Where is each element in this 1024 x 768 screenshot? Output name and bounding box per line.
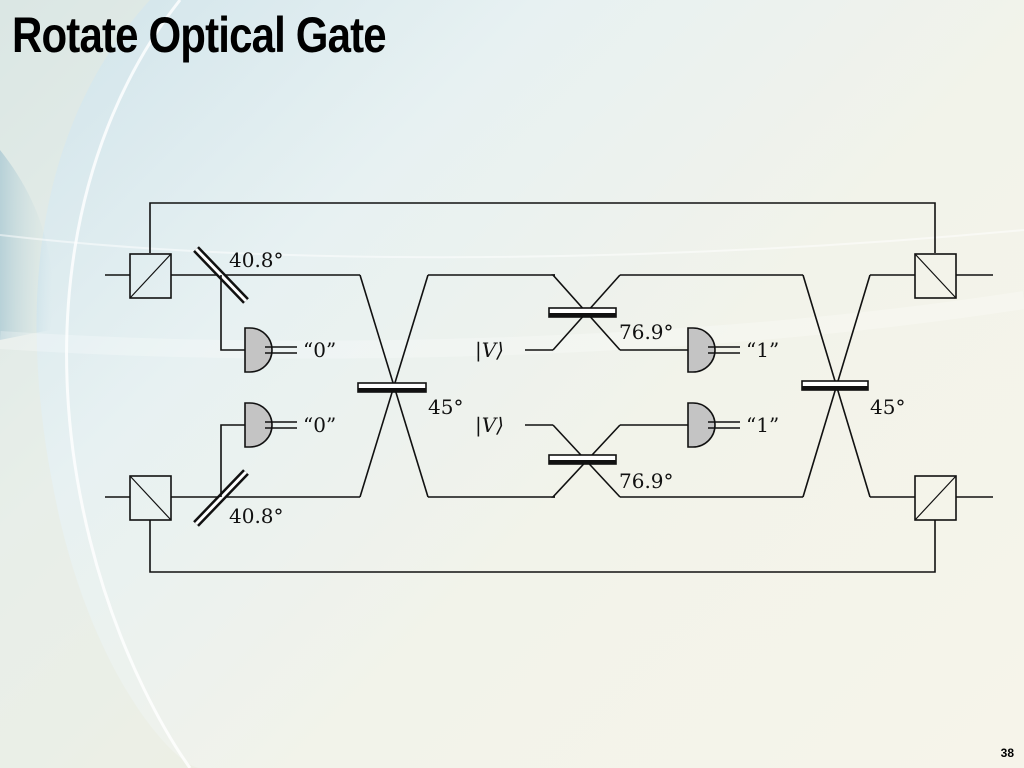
path-to-detector-bottom-left xyxy=(220,424,245,497)
bottom-feedback-line xyxy=(149,520,936,573)
pbs-cube-top-right xyxy=(914,253,957,299)
detector-bottom-right xyxy=(687,402,740,448)
inner-top-cross-a xyxy=(551,274,621,351)
label-detector-bottom-left: “0” xyxy=(303,413,336,437)
detector-top-left xyxy=(244,327,297,373)
page-number: 38 xyxy=(1000,746,1014,760)
pbs-cube-bottom-right xyxy=(914,475,957,521)
label-inner-bottom-angle: 76.9° xyxy=(619,469,674,493)
label-ket-top: |V⟩ xyxy=(475,338,504,363)
label-right-angle: 45° xyxy=(870,395,905,419)
label-detector-top-left: “0” xyxy=(303,338,336,362)
path-to-detector-top-left xyxy=(220,275,245,351)
pbs-cube-bottom-left xyxy=(129,475,172,521)
detector-bottom-left xyxy=(244,402,297,448)
detector-top-right xyxy=(687,327,740,373)
label-mirror-top-angle: 40.8° xyxy=(229,248,284,272)
label-center-angle: 45° xyxy=(428,395,463,419)
inner-bottom-cross-b xyxy=(551,424,621,498)
beamsplitter-inner-bottom xyxy=(548,454,617,465)
label-inner-top-angle: 76.9° xyxy=(619,320,674,344)
top-feedback-line xyxy=(149,202,936,253)
waveplate-bottom-left xyxy=(193,469,249,527)
beamsplitter-right xyxy=(801,380,869,391)
slide-title: Rotate Optical Gate xyxy=(12,7,387,63)
label-mirror-bottom-angle: 40.8° xyxy=(229,504,284,528)
pbs-cube-top-left xyxy=(129,253,172,299)
beamsplitter-center xyxy=(357,382,427,393)
beamsplitter-inner-top xyxy=(548,307,617,318)
label-detector-top-right: “1” xyxy=(746,338,779,362)
label-detector-bottom-right: “1” xyxy=(746,413,779,437)
label-ket-bottom: |V⟩ xyxy=(475,413,504,438)
